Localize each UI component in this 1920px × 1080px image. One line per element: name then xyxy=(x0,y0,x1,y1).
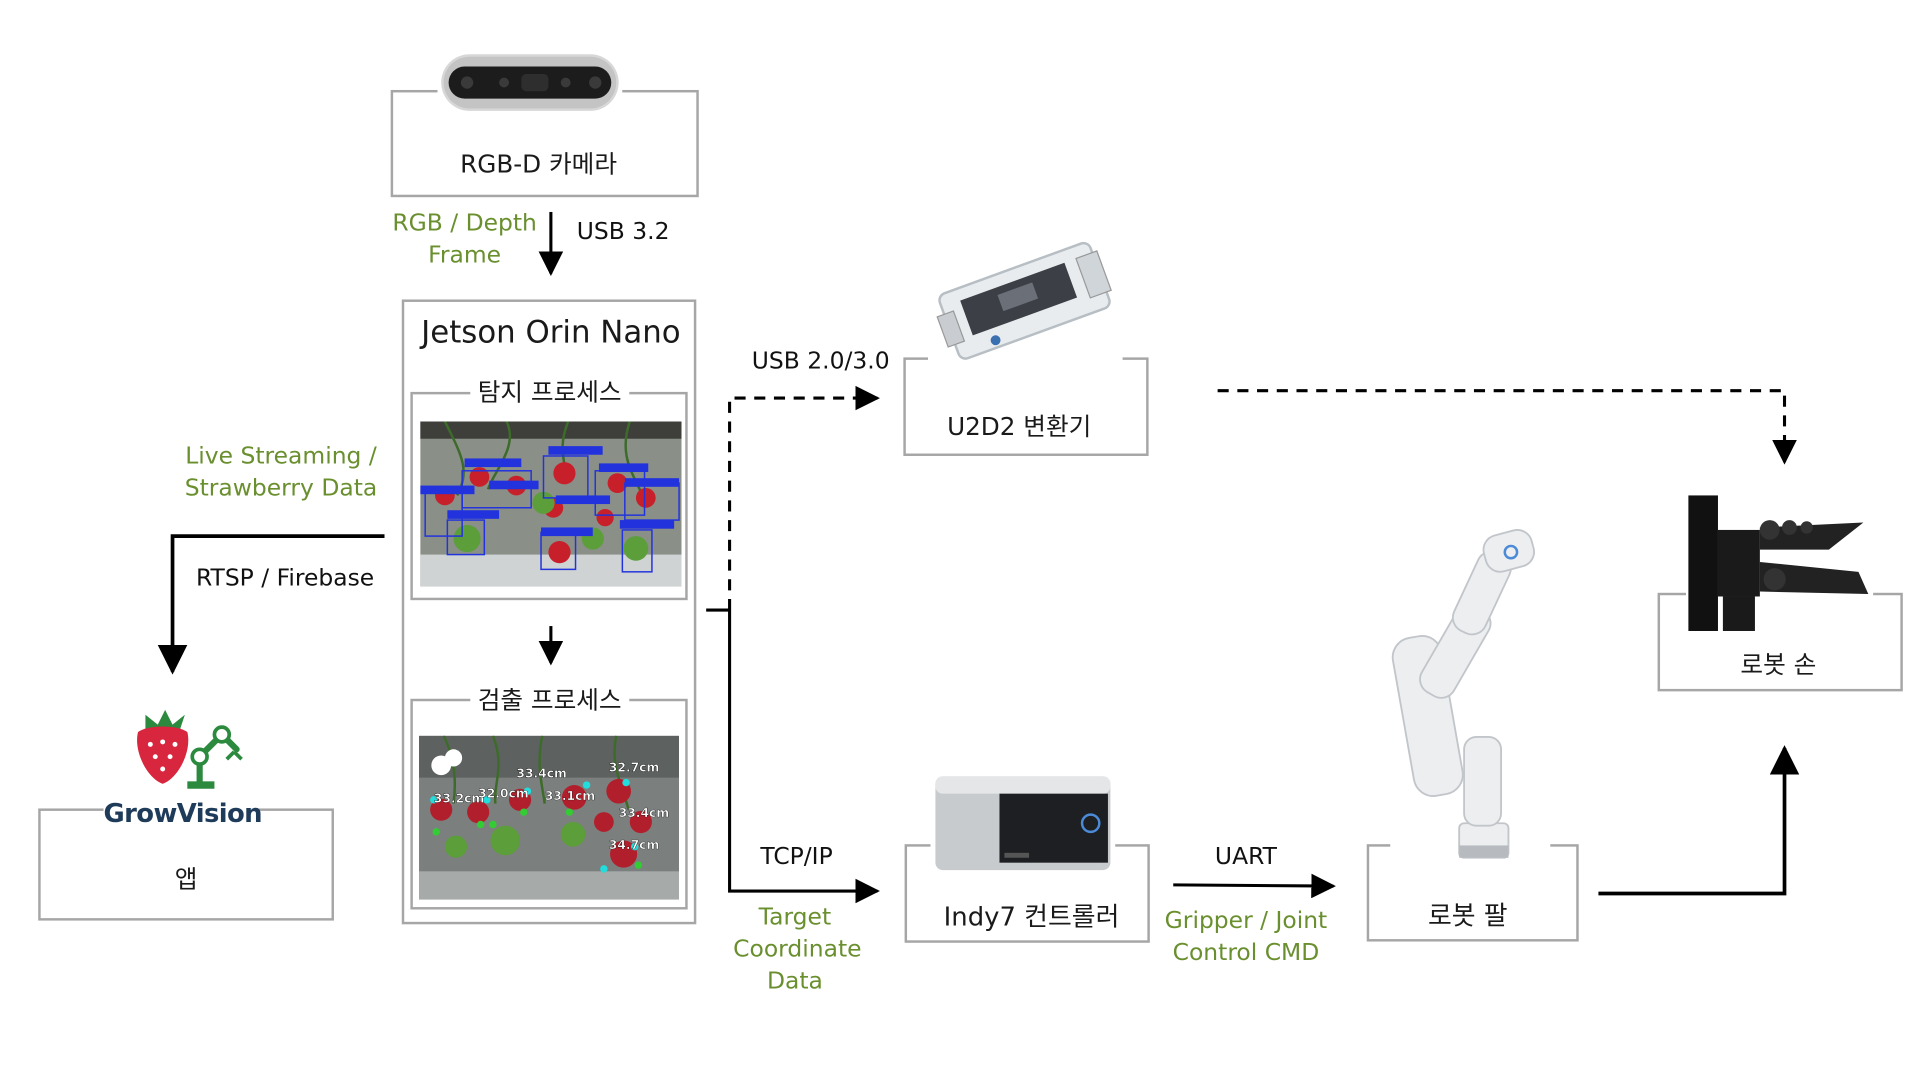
robot-hand-image xyxy=(1685,492,1874,636)
strawberry-icon xyxy=(137,709,189,784)
measure-tag-5: 33.1cm xyxy=(545,789,596,803)
robot-hand-label: 로봇 손 xyxy=(1740,649,1817,680)
detect-process-title: 탐지 프로세스 xyxy=(470,372,629,408)
camera-label: RGB-D 카메라 xyxy=(460,149,617,179)
edge-label-coordinate: Coordinate xyxy=(733,935,862,963)
robot-arm-logo-icon xyxy=(187,725,243,789)
arrow-jetson-to-u2d2 xyxy=(728,385,880,611)
edge-label-usb32: USB 3.2 xyxy=(576,218,670,246)
measure-process-title: 검출 프로세스 xyxy=(470,680,629,717)
edge-label-frame: Frame xyxy=(428,241,502,269)
measure-tag-4: 32.0cm xyxy=(478,786,529,800)
indy-controller-label: Indy7 컨트롤러 xyxy=(943,902,1120,932)
edge-label-control-cmd: Control CMD xyxy=(1172,939,1320,967)
edge-label-uart: UART xyxy=(1214,842,1277,871)
arrow-arm-to-hand xyxy=(1598,745,1800,896)
edge-label-data: Data xyxy=(766,967,823,995)
jetson-title: Jetson Orin Nano xyxy=(421,314,681,351)
edge-label-gripper-joint: Gripper / Joint xyxy=(1164,907,1328,935)
app-label: 앱 xyxy=(174,863,198,894)
measure-tag-2: 32.7cm xyxy=(609,760,660,774)
edge-label-rtsp-firebase: RTSP / Firebase xyxy=(195,564,375,592)
rgbd-camera-image xyxy=(437,46,623,119)
edge-label-usb20-30: USB 2.0/3.0 xyxy=(751,347,890,375)
robot-arm-image xyxy=(1390,527,1551,866)
measurement-result-image: 33.4cm 32.7cm 33.2cm 32.0cm 33.1cm 33.4c… xyxy=(419,735,680,900)
indy7-controller-image xyxy=(930,771,1116,876)
measure-tag-1: 33.4cm xyxy=(516,767,567,781)
u2d2-converter-image xyxy=(927,224,1123,383)
edge-label-tcpip: TCP/IP xyxy=(760,842,833,871)
robot-arm-label: 로봇 팔 xyxy=(1427,900,1508,931)
edge-label-target: Target xyxy=(758,903,832,931)
arrow-u2d2-to-hand xyxy=(1217,389,1797,465)
measure-tag-3: 33.2cm xyxy=(434,791,485,805)
edge-label-rgb-depth: RGB / Depth xyxy=(392,209,537,237)
measure-tag-6: 33.4cm xyxy=(619,806,670,820)
u2d2-label: U2D2 변환기 xyxy=(947,411,1092,442)
app-logo: GrowVision xyxy=(103,702,263,829)
measure-tag-7: 34.7cm xyxy=(609,838,660,852)
arrow-jetson-to-indy xyxy=(728,610,880,904)
detection-result-image xyxy=(420,421,682,587)
edge-label-strawberry-data: Strawberry Data xyxy=(184,474,378,502)
arrow-indy-to-arm xyxy=(1173,873,1336,899)
app-logo-text: GrowVision xyxy=(103,798,263,829)
arrow-jetson-to-app xyxy=(157,534,385,675)
edge-label-live-streaming: Live Streaming / xyxy=(185,442,377,470)
jetson-node xyxy=(401,299,697,925)
